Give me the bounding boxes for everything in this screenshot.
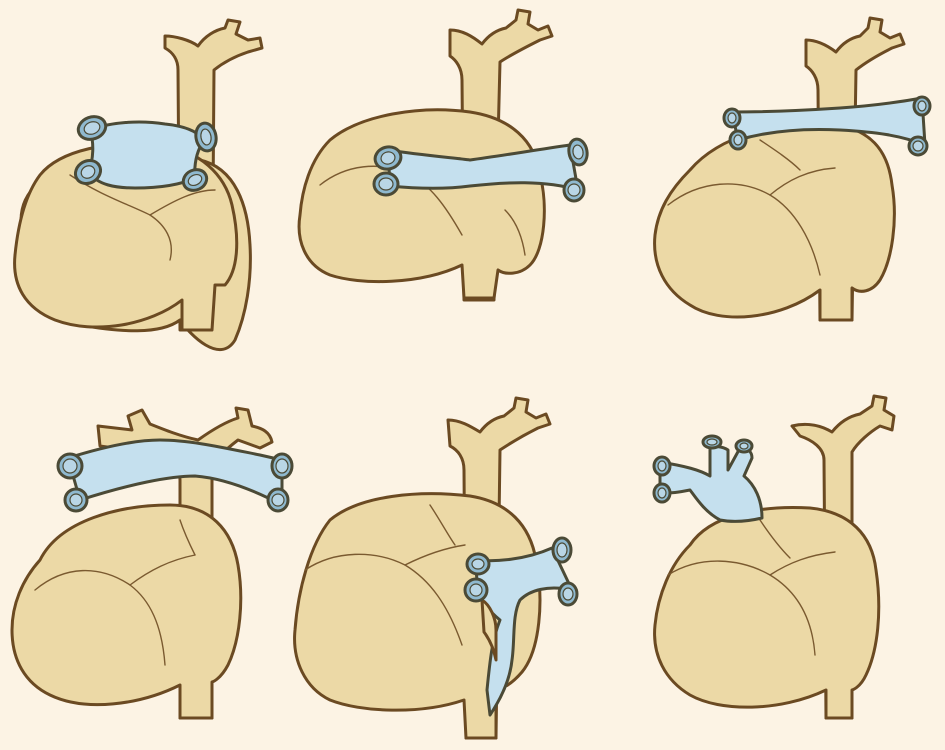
heart-4-body xyxy=(12,505,241,718)
panel-6 xyxy=(654,396,894,718)
collector-vein-6 xyxy=(660,447,762,522)
panel-1 xyxy=(15,20,262,350)
panel-5 xyxy=(295,398,577,738)
heart-2-body xyxy=(299,110,544,298)
panel-4 xyxy=(12,408,292,718)
panel-2 xyxy=(299,10,589,300)
heart-3-body xyxy=(655,123,895,320)
crossing-vein-4 xyxy=(68,440,282,505)
panel-3 xyxy=(655,18,930,320)
heart-6-body xyxy=(655,507,879,718)
